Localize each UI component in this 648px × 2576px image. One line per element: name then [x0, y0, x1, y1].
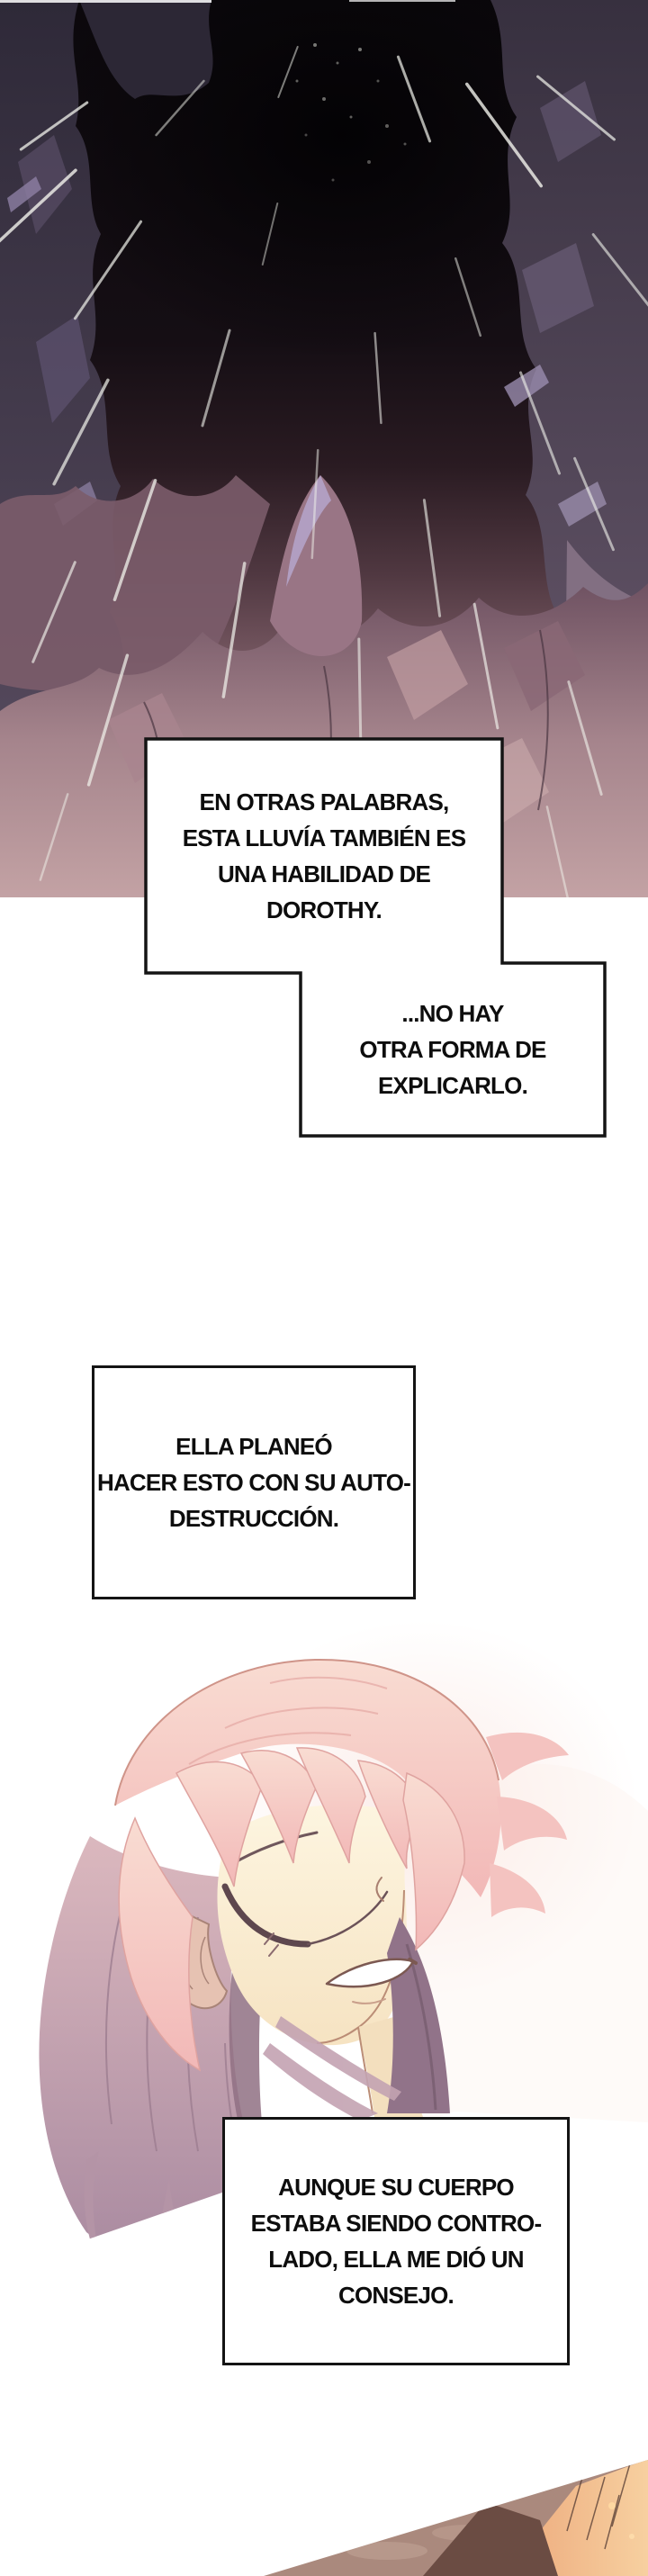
next-panel-scene [264, 2460, 648, 2576]
bubble-3-line-3: DESTRUCCIÓN. [168, 1505, 339, 1532]
bubble-4-line-1: AUNQUE SU CUERPO [278, 2174, 514, 2201]
bubble-1-line-3: UNA HABILIDAD DE [217, 860, 431, 887]
lower-lip-line [352, 1998, 386, 2004]
crossing-strands [263, 2016, 401, 2121]
bubble-4-line-2: ESTABA SIENDO CONTRO- [250, 2210, 542, 2237]
speech-bubble-2: ...NO HAY OTRA FORMA DE EXPLICARLO. [301, 963, 605, 1136]
next-panel-streaks [566, 2463, 631, 2550]
panel-top-edge [0, 0, 455, 3]
bubble-1-line-2: ESTA LLUVÍA TAMBIÉN ES [182, 824, 466, 851]
eyebrow [229, 1831, 319, 1867]
mouth-corner [408, 1958, 418, 1965]
panel-next-artwork [0, 2450, 648, 2576]
cheek-marks [264, 1932, 279, 1957]
character-scene [39, 1620, 648, 2270]
bubble-1-line-1: EN OTRAS PALABRAS, [199, 788, 450, 815]
face-features [221, 1831, 418, 2004]
speech-bubble-4: AUNQUE SU CUERPO ESTABA SIENDO CONTRO- L… [222, 2117, 570, 2365]
front-hair-pink [114, 1658, 569, 2072]
bubble-2-line-1: ...NO HAY [401, 1000, 504, 1027]
next-panel-dark-shape [423, 2502, 558, 2576]
nose-line [375, 1877, 384, 1902]
bubble-3-line-1: ELLA PLANEÓ [176, 1433, 332, 1460]
speech-bubble-3: ELLA PLANEÓ HACER ESTO CON SU AUTO- DEST… [92, 1365, 416, 1599]
closed-eye-lash [221, 1883, 311, 1948]
speech-bubble-1: EN OTRAS PALABRAS, ESTA LLUVÍA TAMBIÉN E… [146, 739, 502, 973]
panel-character-artwork [0, 1620, 648, 2367]
bubble-4-line-3: LADO, ELLA ME DIÓ UN [268, 2246, 524, 2273]
bubble-1-line-4: DOROTHY. [266, 896, 382, 923]
bubble-3-line-2: HACER ESTO CON SU AUTO- [96, 1469, 411, 1496]
bubble-2-line-3: EXPLICARLO. [378, 1072, 528, 1099]
rain-speckles [295, 43, 407, 182]
bubble-4-line-4: CONSEJO. [338, 2282, 454, 2309]
bubble-2-line-2: OTRA FORMA DE [359, 1036, 546, 1063]
